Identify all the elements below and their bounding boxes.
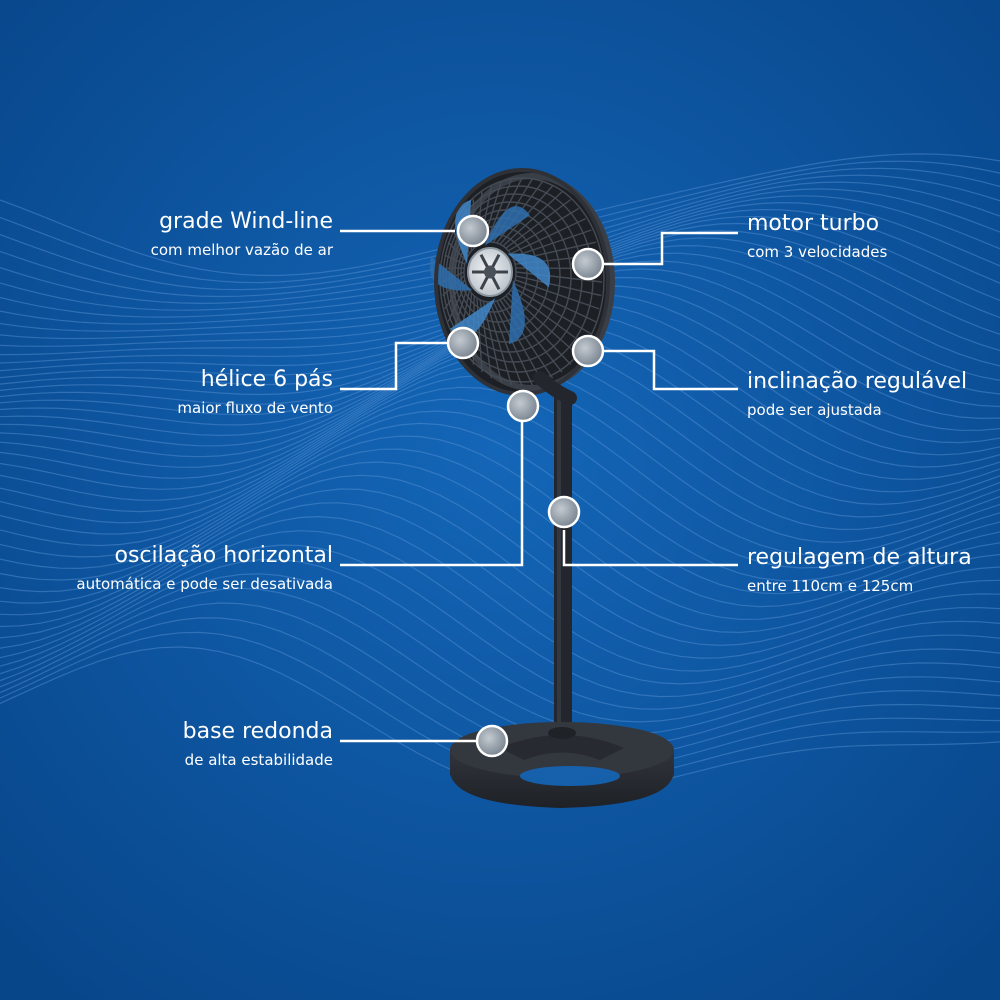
feature-oscilacao: oscilação horizontal automática e pode s…: [76, 543, 333, 594]
feature-regulagem: regulagem de altura entre 110cm e 125cm: [747, 545, 972, 596]
feature-inclinacao-title: inclinação regulável: [747, 369, 968, 394]
feature-regulagem-title: regulagem de altura: [747, 545, 972, 570]
feature-base: base redonda de alta estabilidade: [183, 719, 333, 770]
fan-blade: [507, 253, 551, 288]
callout-lines: [340, 229, 738, 743]
callout-line-motor: [602, 231, 738, 266]
grill-spoke: [447, 241, 467, 261]
callout-line-helice: [340, 341, 448, 391]
feature-base-title: base redonda: [182, 719, 333, 744]
feature-oscilacao-title: oscilação horizontal: [114, 543, 334, 568]
wave-line: [0, 448, 1000, 620]
feature-helice: hélice 6 pás maior fluxo de vento: [177, 367, 333, 418]
wave-line: [0, 474, 1000, 647]
feature-grade-subtitle: com melhor vazão de ar: [150, 241, 333, 259]
callout-dot-grade: [456, 214, 490, 248]
wave-line: [0, 558, 1000, 723]
feature-motor: motor turbo com 3 velocidades: [747, 211, 887, 262]
wave-line: [0, 587, 1000, 748]
callout-dot-helice: [446, 326, 480, 360]
fan-blade: [508, 280, 525, 345]
feature-regulagem-subtitle: entre 110cm e 125cm: [747, 577, 914, 595]
grill-spoke: [512, 286, 592, 335]
grill-spoke: [505, 198, 572, 249]
grill-spoke: [485, 178, 513, 243]
callout-line-oscilacao: [340, 422, 524, 567]
wave-line: [0, 488, 1000, 659]
fan-blade: [429, 256, 473, 291]
feature-motor-title: motor turbo: [747, 211, 880, 236]
grill-spoke: [485, 301, 513, 386]
feature-grade-title: grade Wind-line: [159, 209, 333, 234]
feature-grade: grade Wind-line com melhor vazão de ar: [151, 209, 333, 260]
wave-line: [0, 435, 1000, 608]
callout-dot-motor: [571, 247, 605, 281]
callout-line-regulagem: [562, 530, 738, 567]
wave-line: [0, 502, 1000, 672]
grill-spoke: [499, 299, 554, 379]
grill-spoke: [489, 301, 523, 387]
fan-pole: [554, 390, 572, 760]
grill-spoke: [508, 207, 579, 252]
callout-dot-inclinacao: [571, 334, 605, 368]
grill-spoke: [492, 301, 534, 386]
grill-spoke: [514, 279, 600, 310]
grill-spoke: [510, 218, 586, 255]
feature-base-subtitle: de alta estabilidade: [184, 751, 333, 769]
callout-dot-oscilacao: [506, 389, 540, 423]
wave-line: [0, 544, 1000, 710]
feature-inclinacao: inclinação regulável pode ser ajustada: [747, 369, 967, 420]
wave-line: [0, 410, 1000, 582]
grill-spoke: [502, 191, 563, 247]
wave-line: [0, 530, 1000, 698]
feature-motor-subtitle: com 3 velocidades: [747, 243, 888, 261]
feature-oscilacao-subtitle: automática e pode ser desativada: [76, 575, 333, 593]
feature-inclinacao-subtitle: pode ser ajustada: [747, 401, 882, 419]
grill-spoke: [515, 275, 602, 297]
grill-spoke: [513, 282, 597, 323]
wave-line: [0, 573, 1000, 735]
fan-blade: [484, 206, 530, 246]
callout-dot-regulagem: [547, 495, 581, 529]
wave-line: [0, 515, 1000, 685]
grill-spoke: [444, 254, 466, 265]
callout-line-inclinacao: [602, 349, 738, 391]
feature-helice-subtitle: maior fluxo de vento: [177, 399, 333, 417]
grill-spoke: [515, 271, 603, 283]
callout-dot-base: [475, 724, 509, 758]
grill-spoke: [496, 300, 544, 383]
wave-line: [0, 461, 1000, 634]
grill-spoke: [512, 229, 592, 258]
wave-line: [0, 422, 1000, 595]
wave-line: [0, 398, 1000, 569]
grill-spoke: [510, 289, 586, 346]
feature-helice-title: hélice 6 pás: [200, 367, 333, 392]
callout-dots: [446, 214, 605, 758]
